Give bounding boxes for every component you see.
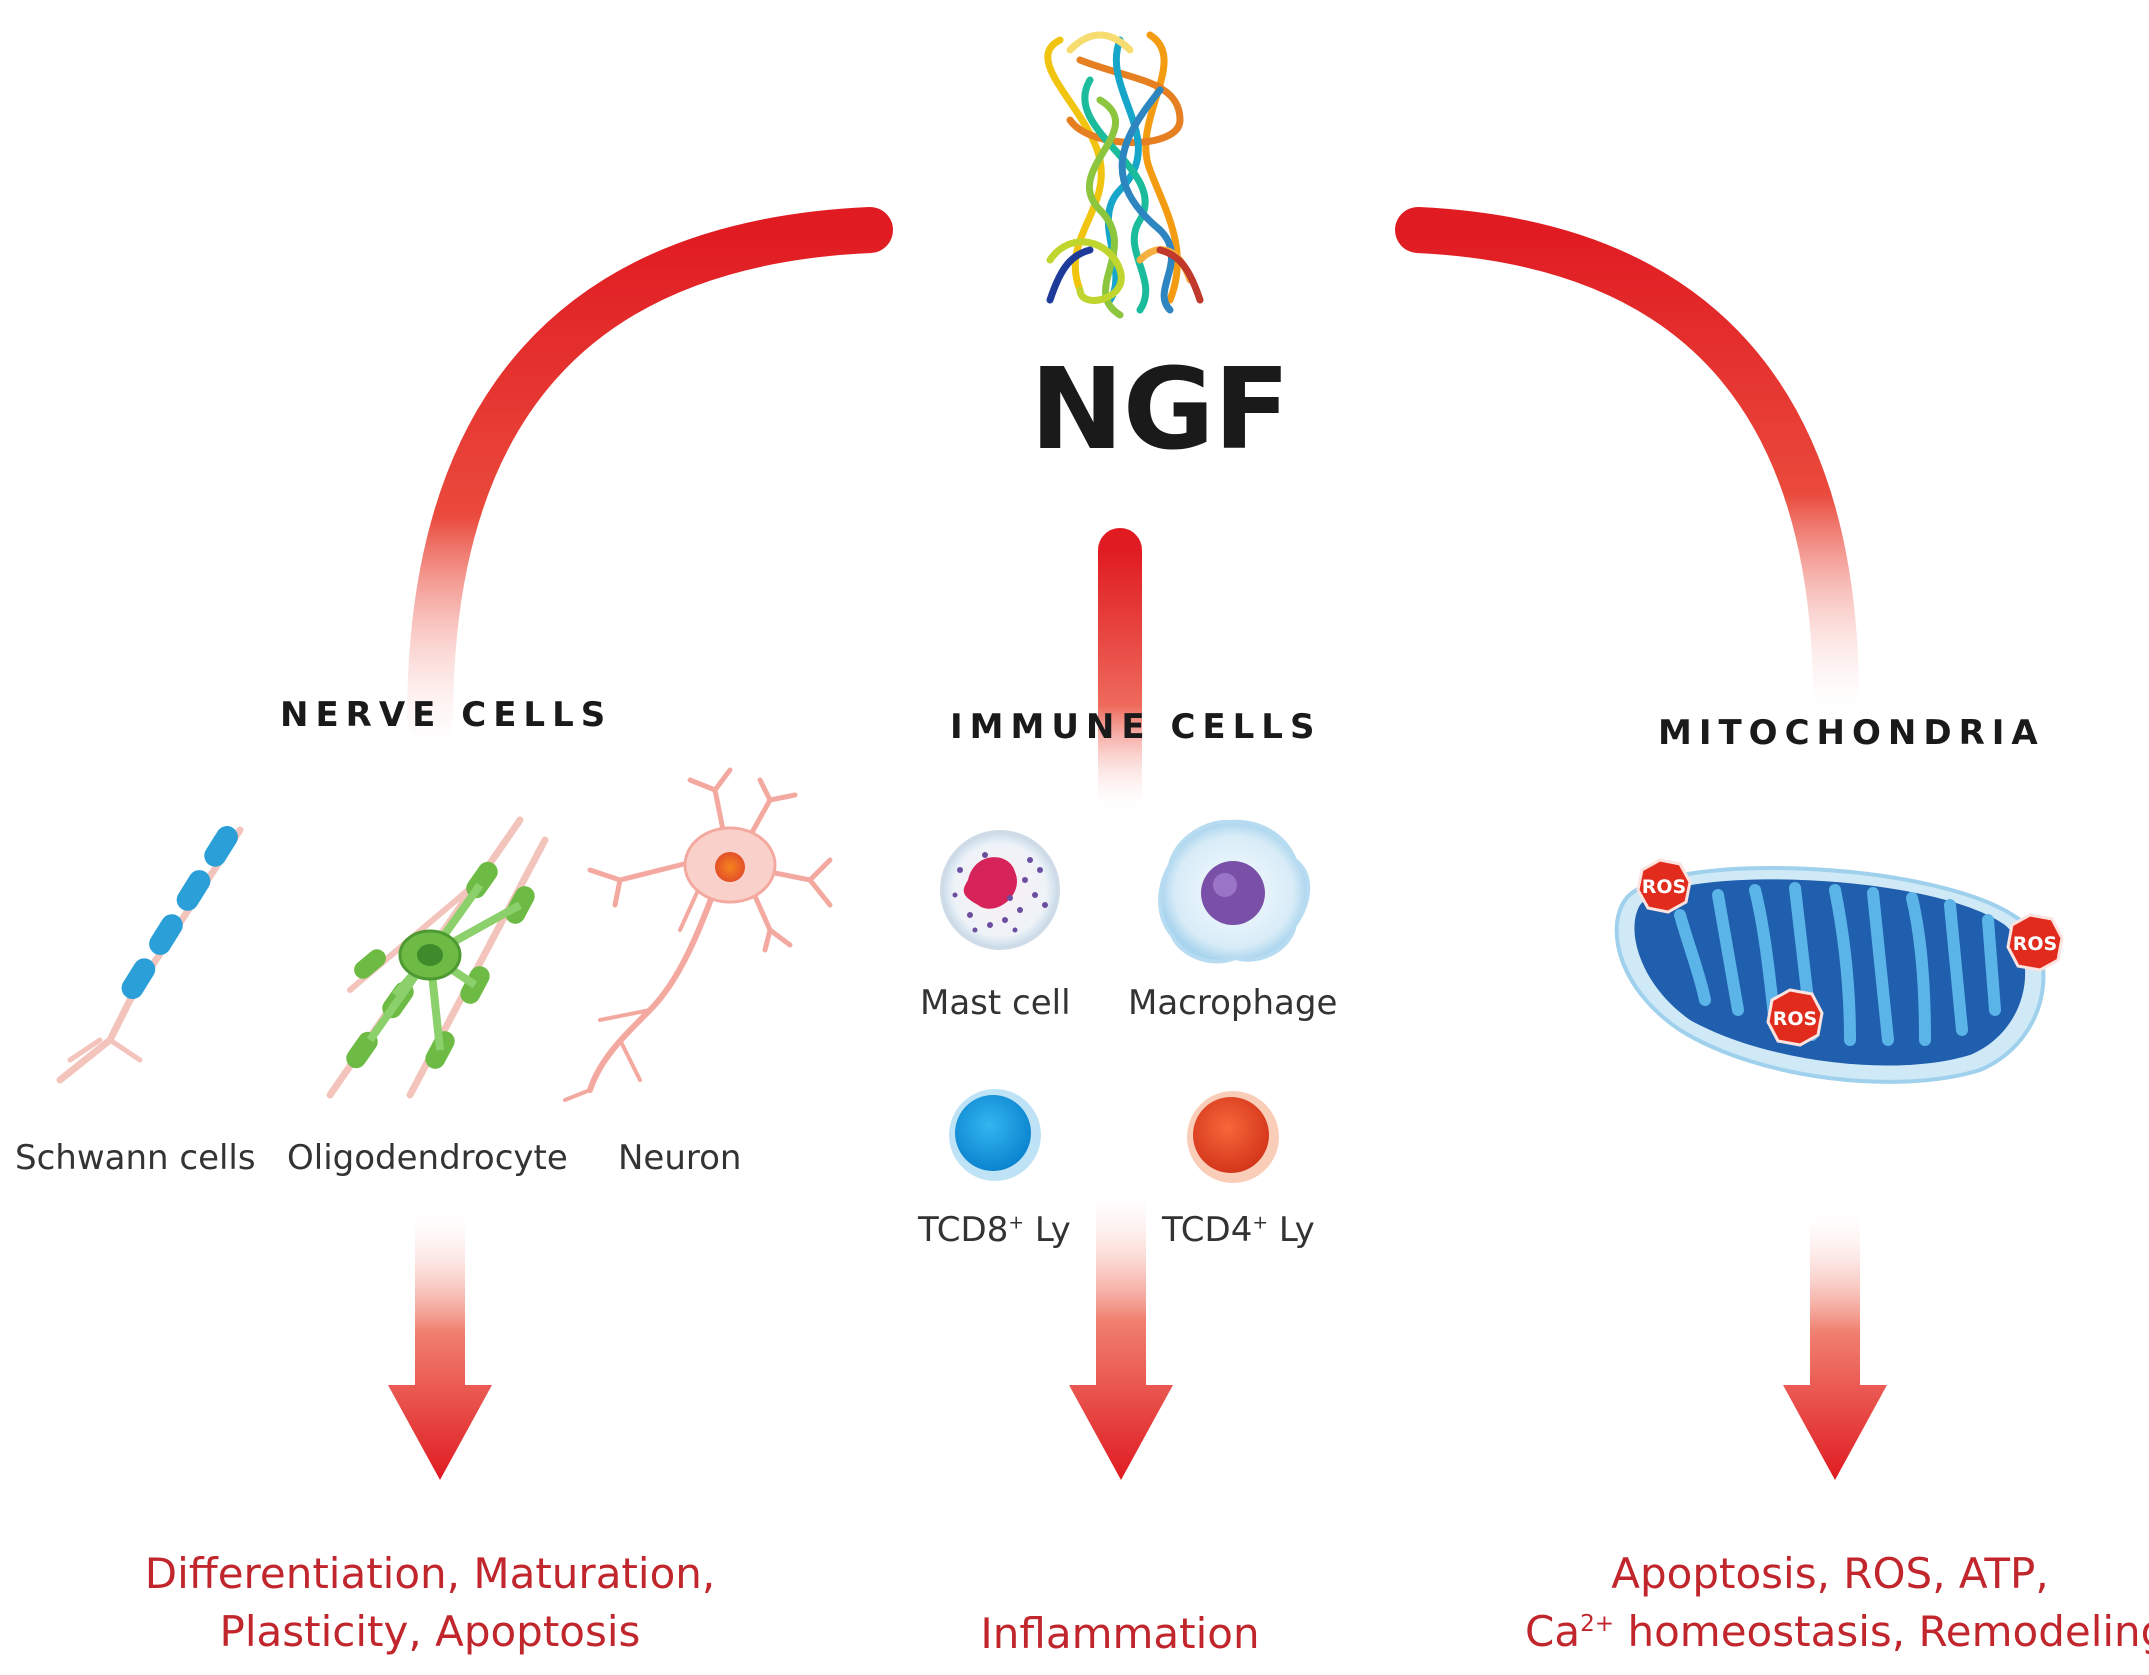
neuron-nucleus — [715, 852, 745, 882]
heading-nerve-cells: NERVE CELLS — [280, 695, 613, 735]
schwann-cell-icon — [56, 826, 244, 1084]
outcome-immune-cells: Inflammation — [980, 1609, 1260, 1658]
mitochondrion-icon — [1614, 866, 2046, 1084]
svg-text:ROS: ROS — [2013, 933, 2057, 955]
outcome-nerve-cells: Differentiation, Maturation, Plasticity,… — [144, 1549, 716, 1656]
nerve-outcome-arrow — [388, 1210, 492, 1480]
mitochondria-outcome-arrow — [1783, 1210, 1887, 1480]
label-tcd4-ly: TCD4+ Ly — [1162, 1210, 1315, 1250]
heading-immune-cells: IMMUNE CELLS — [950, 707, 1322, 747]
label-tcd8-ly: TCD8+ Ly — [918, 1210, 1071, 1250]
ngf-protein-icon — [1044, 31, 1204, 319]
heading-mitochondria: MITOCHONDRIA — [1658, 713, 2045, 753]
label-macrophage: Macrophage — [1128, 983, 1338, 1023]
tcd4-lymphocyte-icon — [1187, 1091, 1279, 1183]
svg-text:ROS: ROS — [1773, 1008, 1817, 1030]
nerve-branch-arc — [407, 207, 893, 743]
mast-cell-icon — [940, 830, 1060, 950]
neuron-icon — [563, 767, 833, 1102]
label-oligodendrocyte: Oligodendrocyte — [287, 1138, 568, 1178]
svg-text:ROS: ROS — [1642, 876, 1686, 898]
ros-badge: ROS — [1766, 988, 1824, 1047]
ros-badge: ROS — [1636, 858, 1692, 914]
ros-badge: ROS — [2006, 913, 2064, 972]
label-neuron: Neuron — [618, 1138, 742, 1178]
page-title: NGF — [1030, 345, 1290, 475]
tcd8-lymphocyte-icon — [949, 1089, 1041, 1181]
oligodendrocyte-icon — [326, 816, 549, 1099]
outcome-mitochondria: Apoptosis, ROS, ATP, Ca2+ homeostasis, R… — [1525, 1549, 2149, 1656]
label-schwann-cells: Schwann cells — [15, 1138, 256, 1178]
label-mast-cell: Mast cell — [920, 983, 1071, 1023]
mitochondria-branch-arc — [1395, 207, 1859, 723]
immune-outcome-arrow — [1069, 1190, 1173, 1480]
macrophage-icon — [1158, 819, 1311, 964]
